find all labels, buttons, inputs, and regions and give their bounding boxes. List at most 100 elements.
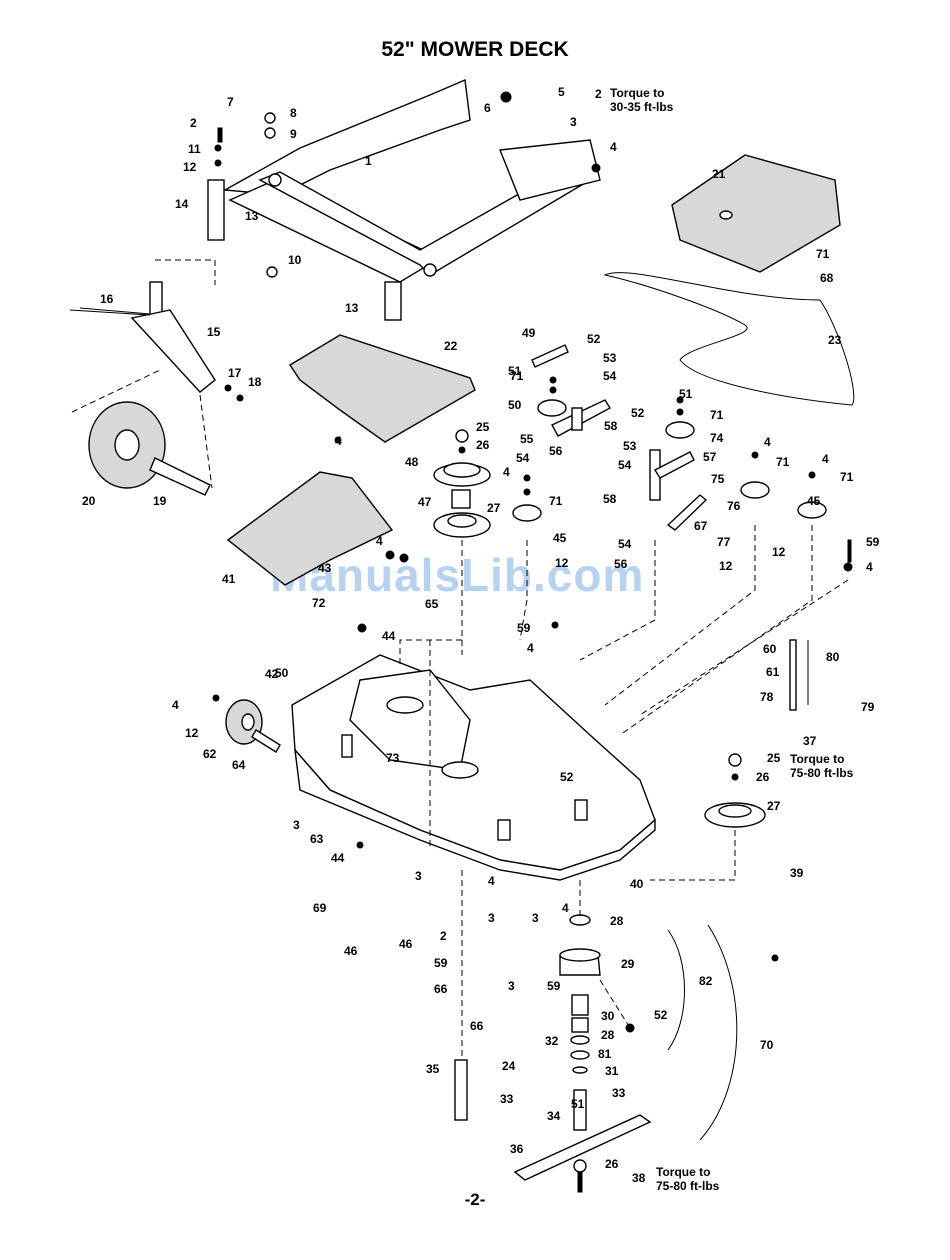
callout-label: 8 — [290, 106, 297, 120]
callout-label: 42 — [265, 667, 279, 681]
callout-label: 65 — [425, 597, 439, 611]
callout-label: 62 — [203, 747, 217, 761]
callout-label: 13 — [345, 301, 359, 315]
torque-note-top-line2: 30-35 ft-lbs — [610, 100, 674, 114]
callout-label: 52 — [587, 332, 601, 346]
callout-label: 1 — [365, 154, 372, 168]
callout-label: 4 — [764, 435, 771, 449]
assembly-lines — [399, 525, 849, 1060]
callout-label: 75 — [711, 472, 725, 486]
callout-label: 59 — [547, 979, 561, 993]
callout-label: 4 — [376, 534, 383, 548]
callout-label: 58 — [603, 492, 617, 506]
callout-label: 26 — [476, 438, 490, 452]
callout-label: 71 — [816, 247, 830, 261]
callout-label: 21 — [712, 167, 726, 181]
callout-label: 34 — [547, 1109, 561, 1123]
callout-label: 13 — [245, 209, 259, 223]
torque-note-top: Torque to 30-35 ft-lbs — [610, 86, 673, 114]
callout-label: 36 — [510, 1142, 524, 1156]
callout-label: 10 — [288, 253, 302, 267]
callout-label: 79 — [861, 700, 875, 714]
callout-label: 7 — [227, 95, 234, 109]
callout-label: 12 — [183, 160, 197, 174]
callout-label: 71 — [840, 470, 854, 484]
callout-label: 37 — [803, 734, 817, 748]
callout-label: 15 — [207, 325, 221, 339]
callout-label: 52 — [631, 406, 645, 420]
callout-label: 39 — [790, 866, 804, 880]
callout-label: 4 — [866, 560, 873, 574]
callout-label: 4 — [335, 434, 342, 448]
torque-note-top-line1: Torque to — [610, 86, 665, 100]
callout-label: 2 — [440, 929, 447, 943]
callout-label: 49 — [522, 326, 536, 340]
callout-label: 4 — [172, 698, 179, 712]
callout-label: 31 — [605, 1064, 619, 1078]
callout-label: 20 — [82, 494, 96, 508]
deck-cover — [671, 154, 841, 273]
callout-label: 33 — [612, 1086, 626, 1100]
callout-label: 45 — [807, 494, 821, 508]
callout-label: 41 — [222, 572, 236, 586]
callout-label: 59 — [517, 621, 531, 635]
callout-label: 3 — [508, 979, 515, 993]
callout-label: 28 — [601, 1028, 615, 1042]
callout-label: 52 — [654, 1008, 668, 1022]
spindle-assembly — [454, 914, 601, 1131]
callout-label: 54 — [603, 369, 617, 383]
callout-label: 4 — [527, 641, 534, 655]
height-adjust-rod — [789, 639, 797, 711]
callout-label: 56 — [549, 444, 563, 458]
drive-belt — [603, 272, 855, 406]
callout-label: 72 — [312, 596, 326, 610]
callout-label: 26 — [605, 1157, 619, 1171]
callout-label: 54 — [618, 458, 632, 472]
callout-label: 35 — [426, 1062, 440, 1076]
callout-label: 51 — [679, 387, 693, 401]
callout-label: 12 — [555, 556, 569, 570]
callout-label: 78 — [760, 690, 774, 704]
callout-label: 67 — [694, 519, 708, 533]
callout-label: 19 — [153, 494, 167, 508]
hardware — [79, 91, 853, 1193]
callout-label: 40 — [630, 877, 644, 891]
torque-note-bottom: Torque to 75-80 ft-lbs — [656, 1165, 719, 1193]
callout-label: 24 — [502, 1059, 516, 1073]
callout-label: 66 — [470, 1019, 484, 1033]
callout-label: 11 — [188, 142, 201, 156]
callout-label: 47 — [418, 495, 432, 509]
callout-label: 6 — [484, 101, 491, 115]
callout-label: 27 — [487, 501, 501, 515]
callout-label: 64 — [232, 758, 246, 772]
torque-note-bottom-line2: 75-80 ft-lbs — [656, 1179, 720, 1193]
callout-label: 54 — [618, 537, 632, 551]
torque-note-mid-line1: Torque to — [790, 752, 845, 766]
callout-label: 3 — [570, 115, 577, 129]
callout-label: 9 — [290, 127, 297, 141]
callout-label: 59 — [434, 956, 448, 970]
mower-blade — [513, 1114, 652, 1181]
callout-label: 14 — [175, 197, 189, 211]
page-title: 52" MOWER DECK — [381, 38, 569, 61]
callout-label: 3 — [293, 818, 300, 832]
belt-shield — [289, 334, 476, 443]
lift-frame — [207, 78, 601, 321]
callout-label: 29 — [621, 957, 635, 971]
callout-label: 81 — [598, 1047, 612, 1061]
callout-label: 30 — [601, 1009, 615, 1023]
callout-label: 46 — [399, 937, 413, 951]
torque-note-mid: Torque to 75-80 ft-lbs — [790, 752, 853, 780]
callout-label: 71 — [776, 455, 790, 469]
callout-label: 66 — [434, 982, 448, 996]
callout-label: 2 — [595, 87, 602, 101]
torque-note-bottom-line1: Torque to — [656, 1165, 711, 1179]
callout-label: 51 — [508, 364, 522, 378]
callout-label: 57 — [703, 450, 717, 464]
callout-label: 43 — [318, 561, 332, 575]
callout-label: 22 — [444, 339, 458, 353]
callout-label: 46 — [344, 944, 358, 958]
callout-label: 44 — [382, 629, 396, 643]
